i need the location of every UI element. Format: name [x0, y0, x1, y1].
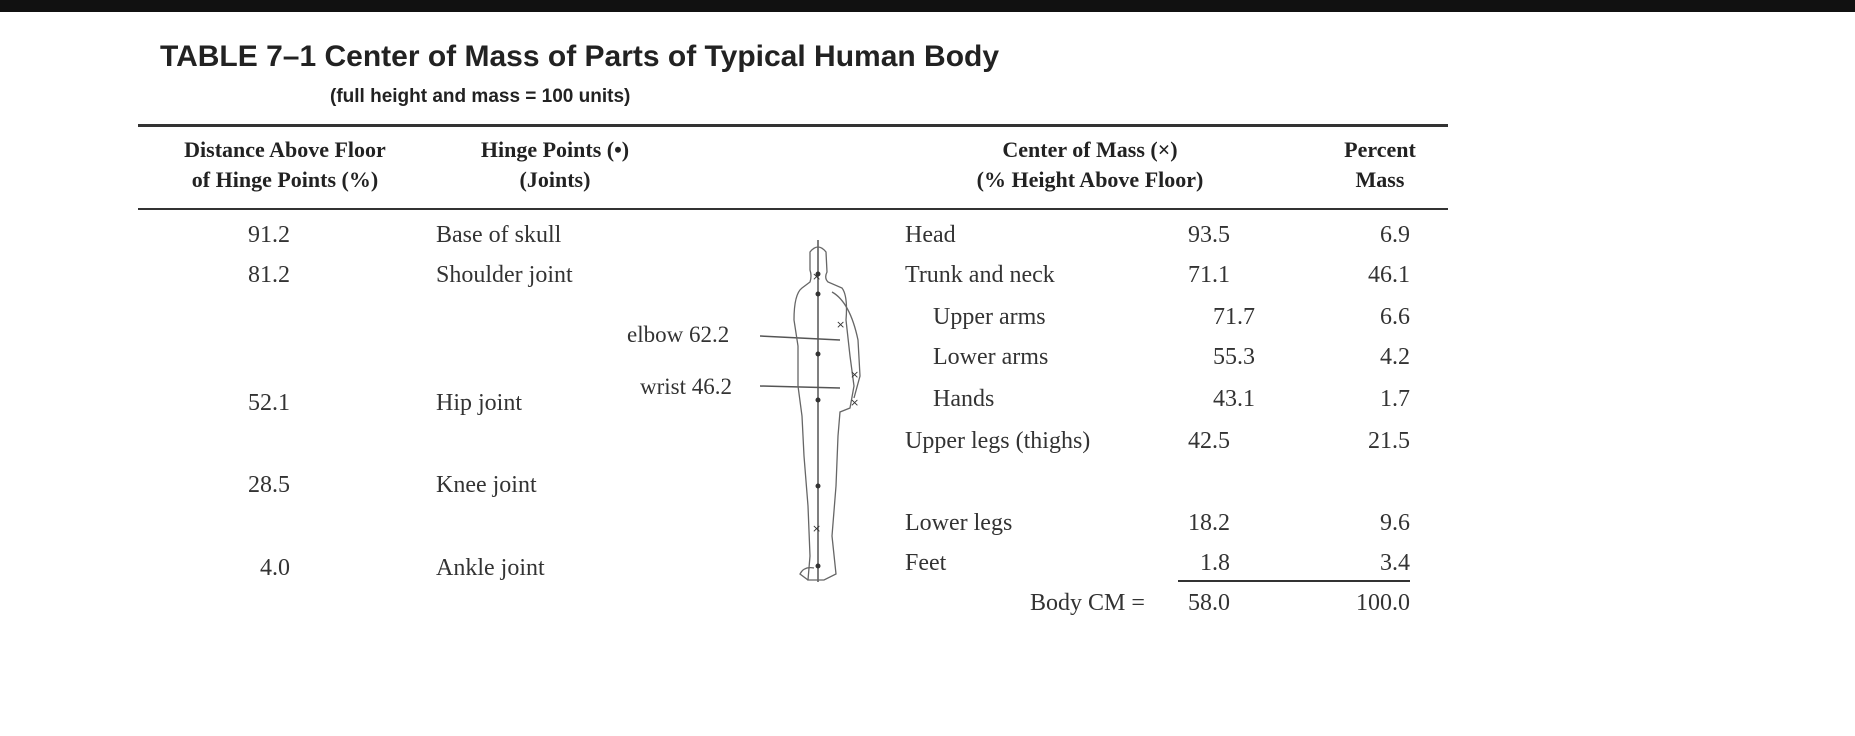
part-6: Upper legs (thighs) [905, 428, 1091, 454]
part-6-percent: 21.5 [1368, 428, 1410, 454]
table-subtitle: (full height and mass = 100 units) [330, 86, 631, 107]
svg-text:×: × [812, 270, 821, 283]
part-4-height: 55.3 [1213, 344, 1255, 370]
header-distance-line2: of Hinge Points (%) [191, 167, 379, 192]
header-com-line2: (% Height Above Floor) [976, 167, 1204, 192]
header-percent-line1: Percent [1344, 137, 1416, 162]
table-title: TABLE 7–1 Center of Mass of Parts of Typ… [160, 40, 1000, 73]
hinge-distance-3: 52.1 [248, 390, 290, 416]
hinge-joint-4: Knee joint [436, 472, 537, 498]
header-hinge-line1: Hinge Points (•) [480, 137, 630, 162]
hinge-joint-2: Shoulder joint [436, 262, 573, 288]
part-4: Lower arms [933, 344, 1049, 370]
hinge-distance-4: 28.5 [248, 472, 290, 498]
part-7-height: 18.2 [1188, 510, 1230, 536]
part-3-percent: 6.6 [1380, 304, 1410, 330]
part-1-percent: 6.9 [1380, 222, 1410, 248]
hinge-distance-1: 91.2 [248, 222, 290, 248]
part-6-height: 42.5 [1188, 428, 1230, 454]
part-5-height: 43.1 [1213, 386, 1255, 412]
part-3-height: 71.7 [1213, 304, 1255, 330]
hinge-distance-2: 81.2 [248, 262, 290, 288]
part-7: Lower legs [905, 510, 1013, 536]
header-percent-mass: Percent Mass [1320, 135, 1440, 195]
sum-rule [1178, 580, 1410, 582]
header-com-line1: Center of Mass (×) [1002, 137, 1178, 162]
part-2-height: 71.1 [1188, 262, 1230, 288]
elbow-label: elbow 62.2 [627, 322, 730, 347]
top-dark-bar [0, 0, 1855, 12]
part-8-height: 1.8 [1200, 550, 1230, 576]
total-percent: 100.0 [1356, 590, 1410, 616]
label-leader-lines [760, 335, 841, 389]
part-5-percent: 1.7 [1380, 386, 1410, 412]
total-height: 58.0 [1188, 590, 1230, 616]
part-5: Hands [933, 386, 995, 412]
human-body-figure: × × × × × [793, 240, 861, 582]
part-8-percent: 3.4 [1380, 550, 1410, 576]
part-4-percent: 4.2 [1380, 344, 1410, 370]
svg-text:×: × [836, 318, 845, 331]
part-2: Trunk and neck [905, 262, 1055, 288]
svg-text:×: × [850, 396, 859, 409]
hinge-distance-5: 4.0 [260, 555, 290, 581]
part-8: Feet [905, 550, 947, 576]
hinge-joint-3: Hip joint [436, 390, 523, 416]
header-hinge-line2: (Joints) [519, 167, 591, 192]
part-1-height: 93.5 [1188, 222, 1230, 248]
header-percent-line2: Mass [1355, 167, 1405, 192]
part-2-percent: 46.1 [1368, 262, 1410, 288]
header-hinge: Hinge Points (•) (Joints) [440, 135, 670, 195]
header-rule [138, 208, 1448, 210]
hinge-joint-1: Base of skull [436, 222, 562, 248]
total-label: Body CM = [1030, 590, 1145, 616]
header-center-of-mass: Center of Mass (×) (% Height Above Floor… [920, 135, 1260, 195]
svg-text:×: × [812, 522, 821, 535]
top-rule [138, 124, 1448, 127]
hinge-joint-5: Ankle joint [436, 555, 545, 581]
part-1: Head [905, 222, 956, 248]
header-distance-line1: Distance Above Floor [184, 137, 386, 162]
part-7-percent: 9.6 [1380, 510, 1410, 536]
svg-text:×: × [850, 368, 859, 381]
part-3: Upper arms [933, 304, 1046, 330]
wrist-label: wrist 46.2 [640, 374, 732, 399]
header-distance: Distance Above Floor of Hinge Points (%) [140, 135, 430, 195]
